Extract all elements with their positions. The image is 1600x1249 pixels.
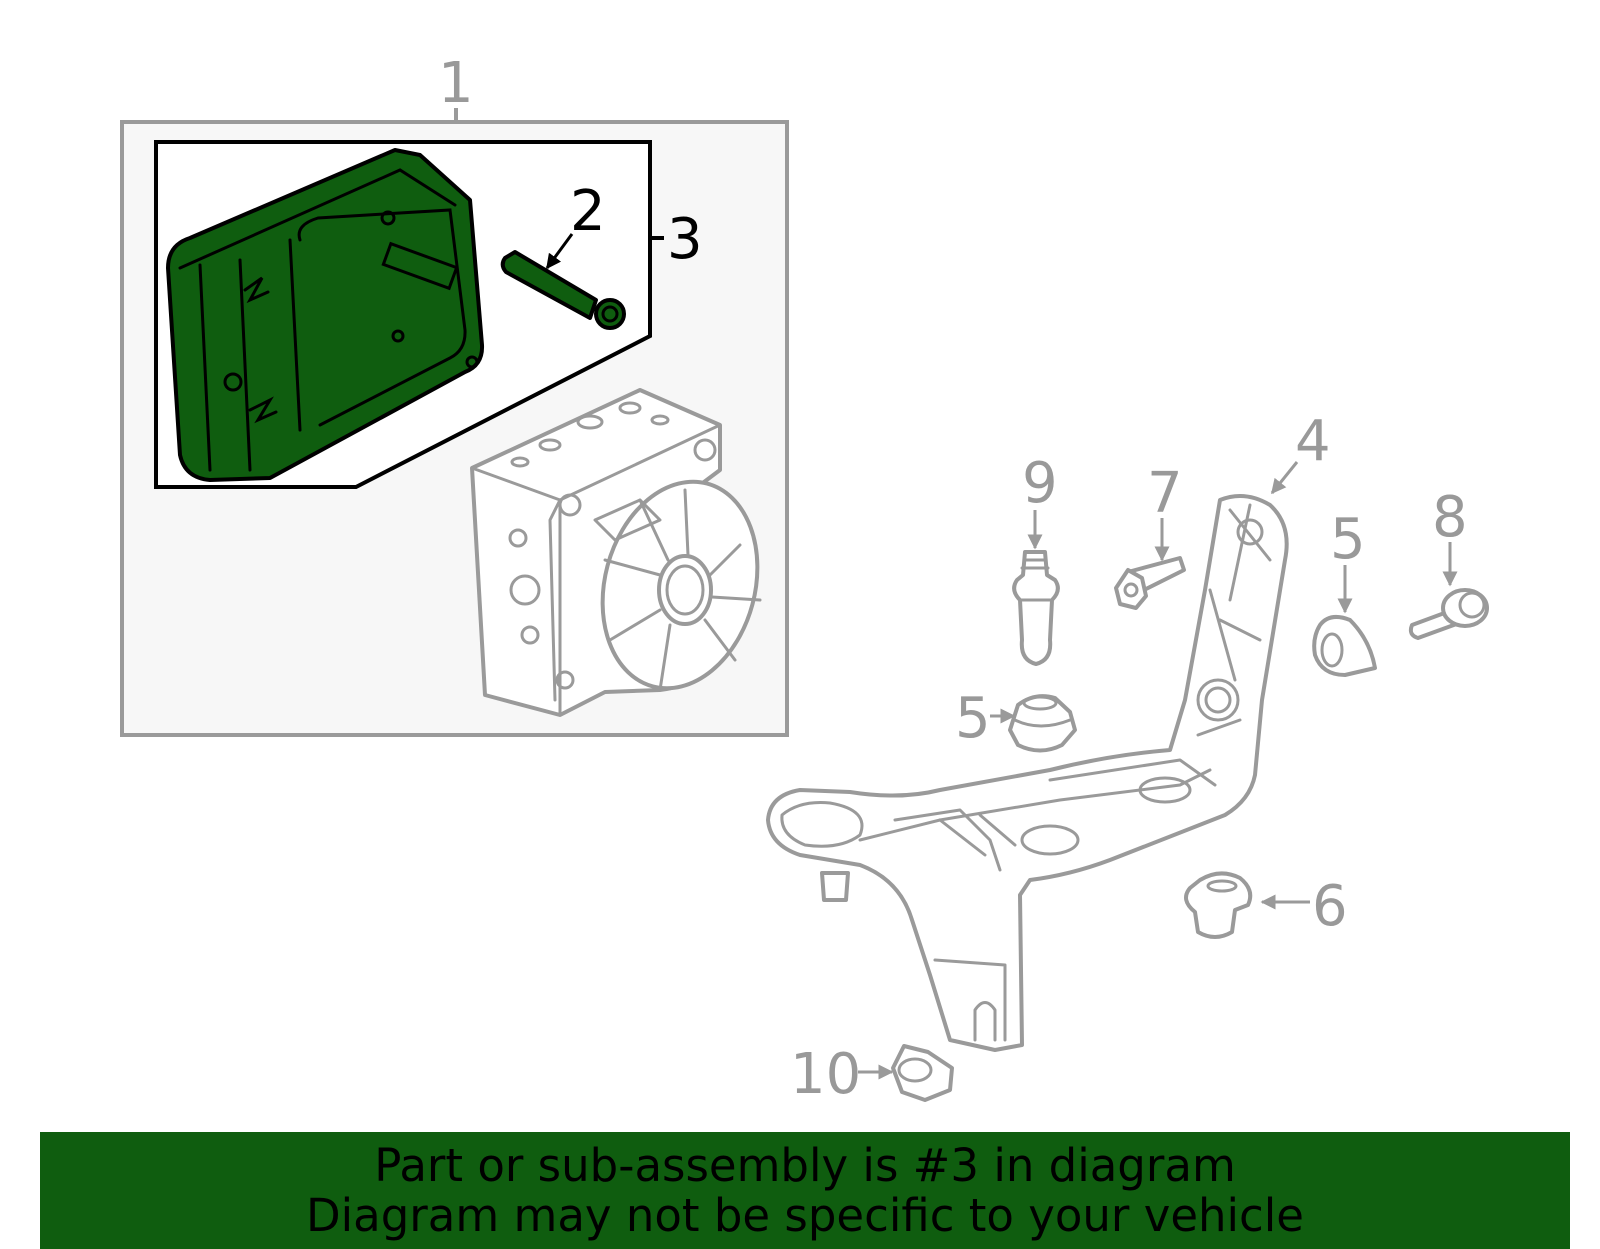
callout-4: 4 [1295, 409, 1331, 474]
callout-3: 3 [667, 207, 703, 272]
nut-10 [891, 1044, 954, 1102]
abs-hydraulic-unit [470, 388, 762, 717]
abs-control-module [166, 148, 485, 482]
banner-line-2: Diagram may not be specific to your vehi… [306, 1189, 1304, 1242]
grommet-5-left [1008, 694, 1077, 753]
info-banner: Part or sub-assembly is #3 in diagram Di… [40, 1132, 1570, 1249]
bolt-8 [1408, 588, 1489, 640]
callout-7: 7 [1147, 461, 1183, 526]
callout-10: 10 [790, 1042, 861, 1107]
callout-1: 1 [438, 51, 474, 116]
banner-line-1: Part or sub-assembly is #3 in diagram [374, 1139, 1236, 1192]
grommet-5-right [1312, 614, 1377, 677]
leader-2 [545, 233, 574, 270]
leader-4 [1270, 461, 1299, 495]
callout-5-right: 5 [1330, 507, 1366, 572]
callout-2: 2 [570, 179, 606, 244]
callout-9: 9 [1022, 451, 1058, 516]
bolt-7 [1114, 556, 1186, 610]
bolt-2 [500, 250, 626, 330]
stud-9 [1012, 550, 1060, 666]
callout-6: 6 [1312, 874, 1348, 939]
callout-5-left: 5 [955, 686, 991, 751]
bracket-4 [766, 494, 1289, 1052]
grommet-6 [1184, 871, 1253, 939]
callout-8: 8 [1432, 485, 1468, 550]
